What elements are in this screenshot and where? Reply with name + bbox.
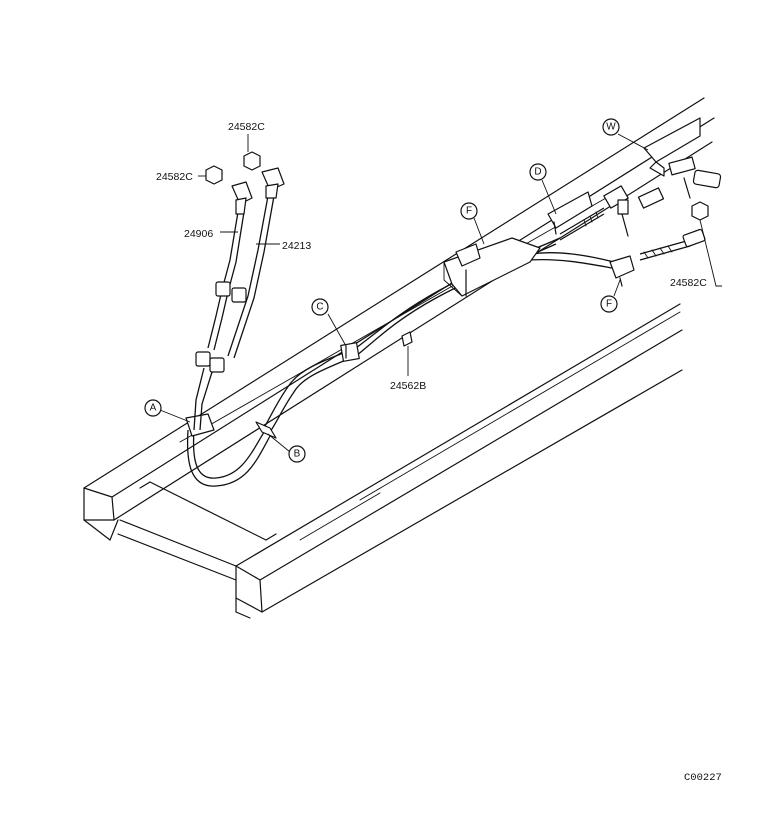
callout-f-upper: F [460, 202, 478, 220]
label-cable-24213: 24213 [282, 240, 311, 252]
callout-d: D [529, 163, 547, 181]
clamp-b [255, 421, 277, 439]
clip-24562b [401, 331, 413, 347]
clamp-c [340, 342, 360, 362]
nut-top [243, 151, 261, 171]
callouts: A B C D F F W [144, 118, 620, 463]
svg-text:C: C [316, 302, 323, 313]
callout-f-lower: F [600, 295, 618, 313]
nut-right [691, 201, 709, 221]
svg-text:W: W [606, 122, 616, 133]
upper-cable [547, 185, 665, 241]
callout-c: C [311, 298, 329, 316]
part-labels: 24582C 24582C 24906 24213 24562B 24582C [156, 121, 707, 392]
label-nut-right: 24582C [670, 277, 707, 289]
chassis-frame [83, 97, 715, 619]
svg-text:F: F [606, 299, 612, 310]
svg-text:B: B [294, 449, 301, 460]
label-nut-left: 24582C [156, 171, 193, 183]
bracket-w [643, 117, 722, 199]
nut-left [205, 165, 223, 185]
callout-w: W [602, 118, 620, 136]
label-cable-24906: 24906 [184, 228, 213, 240]
nuts [205, 151, 709, 221]
label-nut-top: 24582C [228, 121, 265, 133]
leaders [159, 133, 722, 453]
svg-text:A: A [150, 403, 157, 414]
figure-reference: C00227 [684, 772, 722, 784]
callout-a: A [144, 399, 162, 417]
label-clip-24562b: 24562B [390, 380, 426, 392]
vertical-cables [193, 167, 285, 431]
svg-text:F: F [466, 206, 472, 217]
svg-text:D: D [534, 167, 541, 178]
bracket-f-lower [609, 228, 706, 287]
cable-cover-f [443, 237, 541, 297]
callout-b: B [288, 445, 306, 463]
